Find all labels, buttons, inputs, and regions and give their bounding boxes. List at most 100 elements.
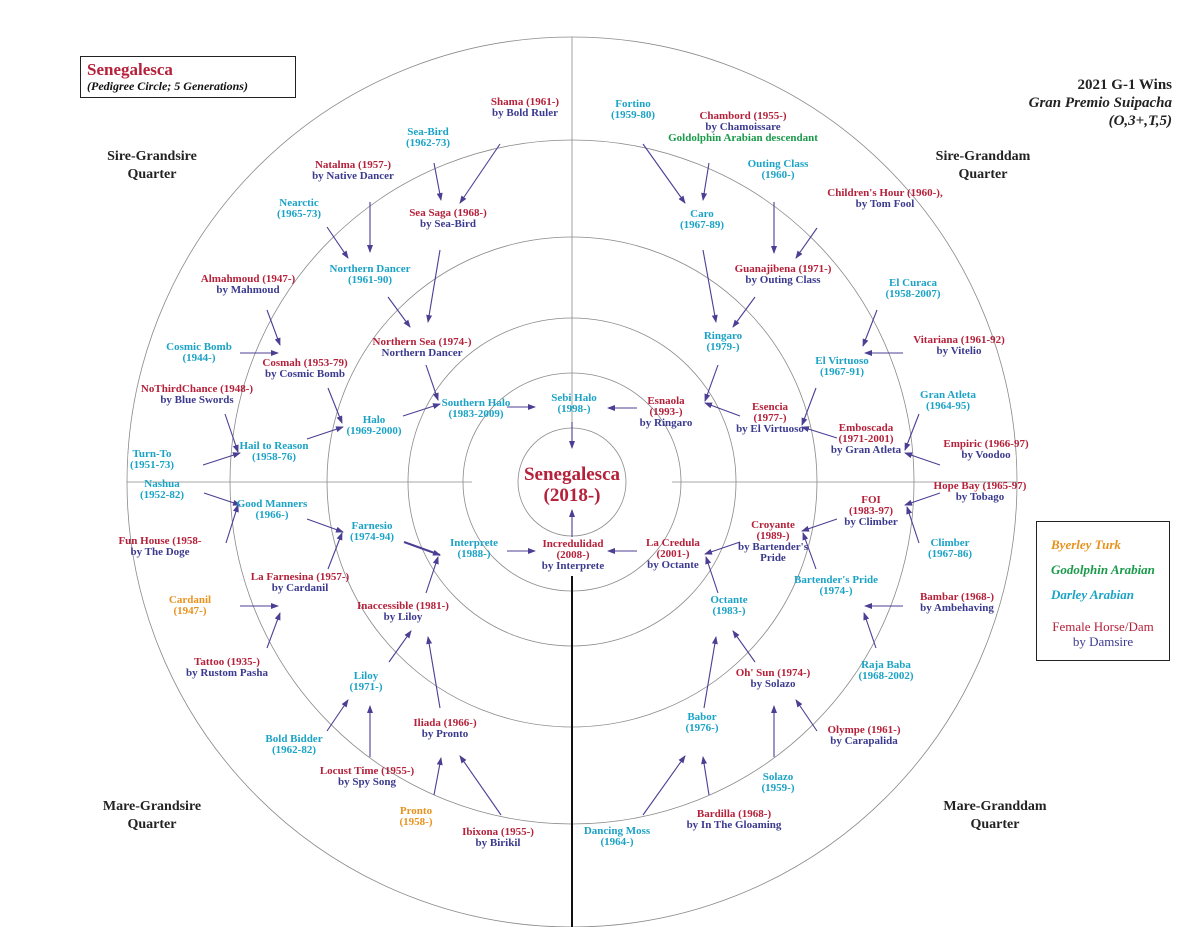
pedigree-arrow [202, 452, 241, 466]
horse-halo: Halo(1969-2000) [347, 414, 402, 437]
horse-detail: (1998-) [558, 403, 591, 415]
horse-name: Vitariana (1961-92) [913, 334, 1005, 346]
pedigree-arrow [388, 630, 412, 663]
horse-name: Guanajibena (1971-) [735, 263, 832, 275]
horse-detail: by Bartender's [738, 541, 809, 553]
horse-detail: (1951-73) [130, 459, 174, 471]
horse-name: Cardanil [169, 594, 211, 606]
horse-detail: (1962-73) [406, 137, 450, 149]
horse-detail: by Solazo [751, 678, 796, 690]
horse-name: Ringaro [704, 330, 743, 342]
pedigree-arrow [387, 296, 411, 328]
horse-fortino: Fortino(1959-80) [611, 98, 655, 121]
horse-fun-house: Fun House (1958-by The Doge [118, 535, 201, 558]
horse-detail: (1983-2009) [449, 408, 504, 420]
horse-tattoo: Tattoo (1935-)by Rustom Pasha [186, 656, 268, 679]
horse-detail: by El Virtuoso [736, 423, 804, 435]
horse-ringaro: Ringaro(1979-) [704, 330, 743, 353]
horse-name: FOI [861, 494, 881, 506]
horse-detail: by Cosmic Bomb [265, 368, 345, 380]
horse-name: Cosmic Bomb [166, 341, 232, 353]
quarter-line: Mare-Granddam [943, 799, 1047, 814]
legend-damsire: by Damsire [1072, 634, 1134, 649]
subject-name: Senegalesca [524, 464, 621, 485]
horse-name: Tattoo (1935-) [194, 656, 260, 668]
pedigree-arrow [327, 532, 343, 570]
pedigree-arrow [326, 226, 349, 259]
horse-name: Esnaola [647, 395, 685, 407]
horse-detail: by Mahmoud [216, 284, 279, 296]
horse-locust-time: Locust Time (1955-)by Spy Song [320, 765, 415, 788]
horse-detail: (1969-2000) [347, 425, 402, 437]
pedigree-arrow [425, 364, 439, 401]
horse-hope-bay: Hope Bay (1965-97)by Tobago [934, 480, 1027, 503]
horse-name: Emboscada [839, 422, 894, 434]
pedigree-arrow [426, 249, 441, 323]
horse-name: Outing Class [748, 158, 810, 170]
quarter-line: Quarter [959, 167, 1008, 182]
horse-name: Good Manners [237, 498, 308, 510]
horse-esencia: Esencia(1977-)by El Virtuoso [736, 401, 804, 435]
horse-name: Climber [930, 537, 969, 549]
legend-darley: Darley Arabian [1051, 587, 1134, 602]
horse-bold-bidder: Bold Bidder(1962-82) [265, 733, 322, 756]
horse-name: Oh' Sun (1974-) [736, 667, 811, 679]
horse-cardanil: Cardanil(1947-) [169, 594, 211, 617]
horse-good-manners: Good Manners(1966-) [237, 498, 308, 521]
horse-solazo: Solazo(1959-) [762, 771, 795, 794]
title-subtitle: (Pedigree Circle; 5 Generations) [87, 79, 248, 93]
pedigree-arrow [459, 143, 501, 204]
horse-cosmah: Cosmah (1953-79)by Cosmic Bomb [262, 357, 348, 380]
horse-name: El Curaca [889, 277, 937, 289]
pedigree-arrow [642, 143, 686, 204]
horse-nashua: Nashua(1952-82) [140, 478, 184, 501]
pedigree-arrow [459, 755, 502, 816]
pedigree-arrow [266, 612, 281, 649]
horse-name: Chambord (1955-) [699, 110, 786, 122]
horse-detail: by Liloy [384, 611, 423, 623]
horse-el-curaca: El Curaca(1958-2007) [886, 277, 941, 300]
pedigree-arrow [904, 452, 941, 466]
pedigree-arrow [402, 403, 441, 417]
horse-dancing-moss: Dancing Moss(1964-) [584, 825, 651, 848]
horse-detail: (1989-) [757, 530, 790, 542]
quarter-line: Quarter [971, 817, 1020, 832]
horse-name: Farnesio [352, 520, 393, 532]
pedigree-arrow [433, 162, 443, 201]
horse-la-credula: La Credula(2001-)by Octante [646, 537, 700, 571]
quarter-line: Sire-Grandsire [107, 149, 197, 164]
horse-name: Locust Time (1955-) [320, 765, 415, 777]
horse-detail: (1983-) [713, 605, 746, 617]
race-name: Gran Premio Suipacha [1028, 95, 1172, 111]
horse-detail: (1974-94) [350, 531, 394, 543]
horse-name: Bartender's Pride [794, 574, 878, 586]
horse-name: Pronto [400, 805, 433, 817]
pedigree-arrow [904, 413, 920, 451]
horse-raja-baba: Raja Baba(1968-2002) [859, 659, 914, 682]
horse-name: Octante [710, 594, 747, 606]
horse-name: Esencia [752, 401, 789, 413]
pedigree-arrow [704, 402, 741, 417]
pedigree-arrow [224, 413, 239, 453]
horse-name: Ibixona (1955-) [462, 826, 534, 838]
horse-name: Almahmoud (1947-) [201, 273, 296, 285]
pedigree-arrow [702, 249, 718, 323]
horse-detail: (1958-76) [252, 451, 296, 463]
horse-name: Olympe (1961-) [827, 724, 900, 736]
horse-pronto: Pronto(1958-) [400, 805, 433, 828]
title-horse-name: Senegalesca [87, 60, 173, 79]
horse-name: Children's Hour (1960-), [827, 187, 943, 199]
horse-name: Halo [363, 414, 386, 426]
horse-detail: (1958-2007) [886, 288, 941, 300]
horse-name: Raja Baba [861, 659, 911, 671]
horse-foi: FOI(1983-97)by Climber [844, 494, 898, 528]
horse-detail: (1958-) [400, 816, 433, 828]
horse-detail: (1959-80) [611, 109, 655, 121]
horse-detail: (1960-) [762, 169, 795, 181]
horse-name: Shama (1961-) [491, 96, 559, 108]
pedigree-arrow [426, 636, 441, 709]
horse-detail: by Blue Swords [160, 394, 234, 406]
pedigree-arrows [202, 143, 941, 816]
